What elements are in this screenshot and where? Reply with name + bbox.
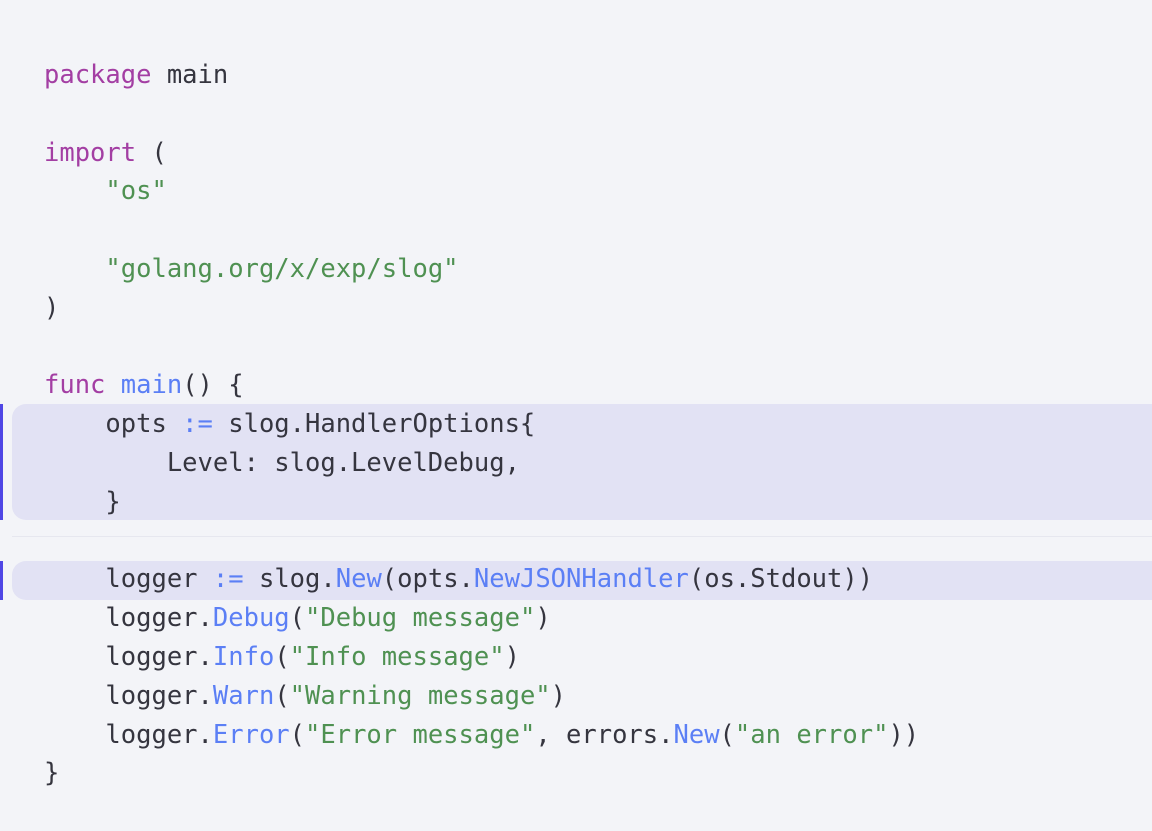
code-line[interactable]: opts := slog.HandlerOptions{: [0, 405, 1152, 444]
code-line[interactable]: logger.Info("Info message"): [0, 638, 1152, 677]
code-token-string: "Debug message": [305, 603, 536, 634]
code-line[interactable]: func main() {: [0, 366, 1152, 405]
code-line[interactable]: }: [0, 754, 1152, 793]
code-token-string: "golang.org/x/exp/slog": [105, 253, 459, 284]
code-token-plain: [44, 526, 59, 556]
highlight-gutter-bar-logger: [0, 561, 3, 600]
code-line[interactable]: "golang.org/x/exp/slog": [0, 250, 1152, 289]
code-token-plain: [44, 99, 59, 129]
code-token-func: Warn: [212, 680, 275, 711]
code-line[interactable]: [0, 328, 1152, 367]
code-token-plain: [44, 215, 59, 245]
code-token-plain: (: [274, 680, 290, 711]
code-token-keyword: func: [44, 370, 106, 401]
code-token-func: New: [673, 719, 720, 750]
code-token-func: New: [335, 564, 382, 595]
code-token-plain: (os.Stdout)): [688, 564, 874, 595]
highlight-divider-rule: [12, 536, 1152, 537]
code-token-keyword: package: [44, 60, 152, 90]
code-token-plain: [105, 370, 120, 400]
code-token-plain: (: [289, 719, 306, 750]
code-token-plain: ): [550, 680, 567, 711]
code-token-string: "Error message": [305, 719, 536, 750]
code-token-op: :=: [182, 409, 213, 440]
code-token-plain: }: [44, 486, 121, 517]
code-token-plain: [44, 254, 105, 284]
code-line[interactable]: logger := slog.New(opts.NewJSONHandler(o…: [0, 560, 1152, 599]
code-line[interactable]: package main: [0, 56, 1152, 95]
code-line[interactable]: "os": [0, 172, 1152, 211]
code-token-plain: (: [274, 641, 290, 672]
code-token-func: NewJSONHandler: [473, 564, 689, 595]
code-line[interactable]: import (: [0, 134, 1152, 173]
code-token-string: "Info message": [289, 641, 505, 672]
code-token-plain: logger: [44, 564, 213, 595]
code-token-plain: main: [151, 60, 229, 90]
code-token-plain: }: [44, 758, 60, 789]
code-token-plain: , errors.: [535, 719, 674, 750]
highlight-block-options: [12, 404, 1152, 520]
code-token-plain: slog.: [243, 564, 336, 595]
code-block[interactable]: package main import ( "os" "golang.org/x…: [0, 56, 1152, 793]
code-token-func: Error: [212, 719, 290, 750]
code-token-plain: ): [535, 603, 551, 634]
code-token-plain: ): [504, 641, 520, 672]
code-token-plain: logger.: [44, 719, 213, 750]
code-token-plain: (: [136, 137, 167, 168]
code-token-plain: )): [888, 719, 920, 750]
code-token-plain: [44, 332, 59, 362]
code-line[interactable]: logger.Debug("Debug message"): [0, 599, 1152, 638]
code-token-plain: logger.: [44, 680, 213, 711]
code-line[interactable]: logger.Error("Error message", errors.New…: [0, 716, 1152, 755]
code-token-plain: (: [719, 719, 735, 750]
code-token-plain: (opts.: [381, 564, 474, 595]
code-line[interactable]: }: [0, 483, 1152, 522]
code-token-plain: logger.: [44, 603, 213, 634]
code-token-string: "an error": [734, 719, 889, 750]
code-token-plain: logger.: [44, 641, 213, 672]
code-line[interactable]: [0, 211, 1152, 250]
code-token-op: :=: [212, 564, 244, 595]
code-token-string: "os": [105, 176, 167, 207]
code-line[interactable]: [0, 95, 1152, 134]
code-token-plain: (: [289, 603, 306, 634]
highlight-gutter-bar-options: [0, 404, 3, 520]
code-line[interactable]: ): [0, 289, 1152, 328]
code-token-func: main: [120, 370, 183, 401]
code-token-func: Debug: [212, 603, 290, 634]
code-token-string: "Warning message": [289, 680, 551, 711]
highlight-block-logger: [12, 561, 1152, 600]
code-token-plain: [44, 176, 105, 206]
code-line[interactable]: Level: slog.LevelDebug,: [0, 444, 1152, 483]
code-token-plain: opts: [44, 409, 183, 440]
code-token-plain: () {: [182, 370, 244, 401]
code-token-keyword: import: [44, 137, 137, 168]
code-token-func: Info: [212, 641, 275, 672]
code-token-plain: Level: slog.LevelDebug,: [44, 447, 520, 478]
code-token-plain: ): [44, 292, 60, 323]
code-token-plain: slog.HandlerOptions{: [212, 409, 536, 440]
code-line[interactable]: [0, 522, 1152, 561]
code-line[interactable]: logger.Warn("Warning message"): [0, 677, 1152, 716]
